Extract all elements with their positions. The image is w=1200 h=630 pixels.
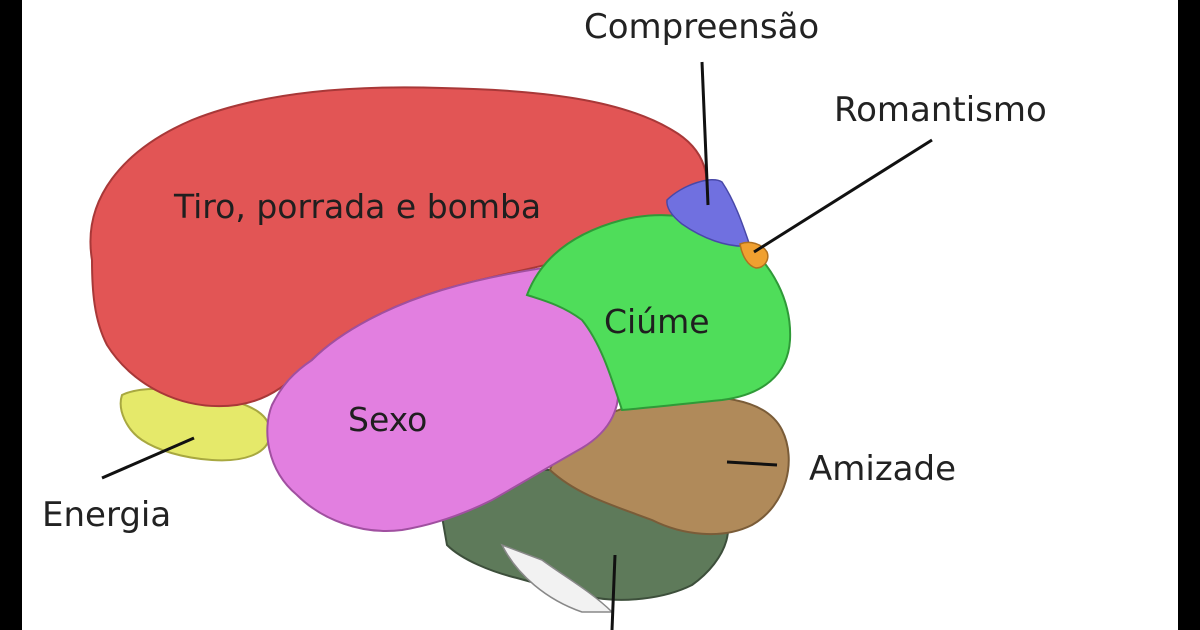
label-compreensao: Compreensão bbox=[584, 7, 820, 47]
label-energia: Energia bbox=[42, 495, 172, 535]
compreensao-leader-line bbox=[700, 61, 710, 206]
parietal-region bbox=[525, 214, 792, 412]
label-sexo: Sexo bbox=[348, 400, 428, 439]
brainstem-base bbox=[500, 543, 614, 613]
diagram-canvas: Compreensão Romantismo Tiro, porrada e b… bbox=[22, 0, 1178, 630]
energia-leader-line bbox=[101, 436, 195, 480]
temporal-region bbox=[266, 260, 620, 532]
romantismo-leader-line bbox=[753, 138, 933, 254]
brainstem-leader-line bbox=[610, 554, 617, 630]
label-ciume: Ciúme bbox=[604, 302, 710, 341]
brain-illustration bbox=[89, 61, 933, 630]
label-romantismo: Romantismo bbox=[834, 90, 1047, 130]
label-amizade: Amizade bbox=[809, 449, 957, 489]
amizade-leader-line bbox=[726, 460, 778, 467]
label-tiro-porrada-e-bomba: Tiro, porrada e bomba bbox=[174, 187, 542, 226]
